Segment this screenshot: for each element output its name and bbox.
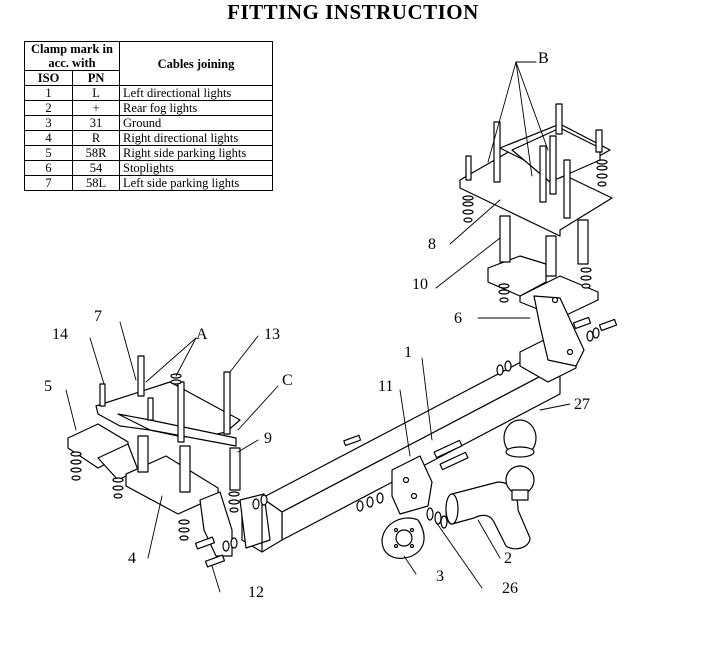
label-6: 6 xyxy=(454,310,462,327)
ballmount-plate xyxy=(391,455,433,515)
pn-cell: 54 xyxy=(72,160,120,176)
label-27: 27 xyxy=(574,396,590,413)
socket-plate xyxy=(381,517,425,559)
leader-lines xyxy=(65,61,571,593)
label-13: 13 xyxy=(264,326,280,343)
right-bolts xyxy=(465,103,603,219)
socket-bolts xyxy=(426,507,448,529)
iso-cell: 7 xyxy=(23,175,74,191)
table-row: 3 31 Ground xyxy=(23,115,273,131)
beam-bolts xyxy=(252,434,469,512)
label-C: C xyxy=(282,372,293,389)
label-11: 11 xyxy=(378,378,394,395)
label-A: A xyxy=(196,326,208,343)
cross-beam xyxy=(239,337,577,553)
right-spacer-tubes xyxy=(499,215,589,277)
right-side-bolts xyxy=(496,316,618,376)
cables-joining-header: Cables joining xyxy=(119,41,273,86)
pn-cell: 58L xyxy=(72,175,120,191)
pn-cell: 31 xyxy=(72,115,120,131)
pn-header: PN xyxy=(72,70,120,86)
left-mounting-plate xyxy=(95,381,241,447)
label-1: 1 xyxy=(404,344,412,361)
label-B: B xyxy=(538,50,549,67)
label-8: 8 xyxy=(428,236,436,253)
left-spacer-tubes xyxy=(137,435,241,493)
cable-cell: Right side parking lights xyxy=(119,145,273,161)
label-4: 4 xyxy=(128,550,136,567)
label-26: 26 xyxy=(502,580,518,597)
document-title: FITTING INSTRUCTION xyxy=(227,0,479,24)
cable-cell: Right directional lights xyxy=(119,130,273,146)
cable-cell: Stoplights xyxy=(119,160,273,176)
cable-cell: Left side parking lights xyxy=(119,175,273,191)
table-row: 4 R Right directional lights xyxy=(23,130,273,146)
right-washer-stacks xyxy=(462,159,608,303)
label-9: 9 xyxy=(264,430,272,447)
right-mounting-plate xyxy=(459,123,613,237)
label-5: 5 xyxy=(44,378,52,395)
tow-ball-arm xyxy=(445,465,535,550)
table-row: 7 58L Left side parking lights xyxy=(23,175,273,191)
clamp-mark-header: Clamp mark in acc. with xyxy=(24,41,120,71)
clamp-mark-table: Clamp mark in acc. with Cables joining I… xyxy=(23,41,273,191)
tow-ball-cap xyxy=(503,419,537,458)
cable-cell: Ground xyxy=(119,115,273,131)
iso-cell: 5 xyxy=(23,145,74,161)
left-washer-stacks xyxy=(70,373,240,541)
label-10: 10 xyxy=(412,276,428,293)
label-7: 7 xyxy=(94,308,102,325)
label-12: 12 xyxy=(248,584,264,601)
label-14: 14 xyxy=(52,326,68,343)
label-2: 2 xyxy=(504,550,512,567)
label-3: 3 xyxy=(436,568,444,585)
left-side-bracket-4 xyxy=(125,455,233,557)
table-row: 6 54 Stoplights xyxy=(23,160,273,176)
left-side-bracket-5 xyxy=(67,423,139,481)
bolts-12 xyxy=(194,536,238,568)
